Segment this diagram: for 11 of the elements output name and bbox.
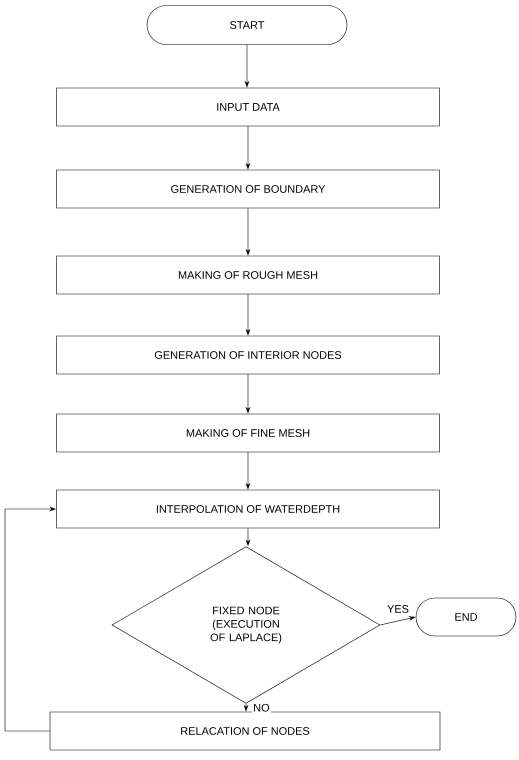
edge-label: NO [254, 704, 270, 712]
process-box: INTERPOLATION OF WATERDEPTH [56, 490, 440, 528]
start-terminal: START [146, 5, 348, 45]
edge-label: YES [387, 605, 408, 613]
process-box: GENERATION OF INTERIOR NODES [56, 336, 440, 374]
process-box: GENERATION OF BOUNDARY [56, 170, 440, 208]
process-box: MAKING OF FINE MESH [56, 414, 440, 452]
process-box: RELACATION OF NODES [50, 712, 440, 750]
process-box: INPUT DATA [56, 88, 440, 126]
end-terminal: END [416, 598, 516, 636]
process-box: MAKING OF ROUGH MESH [56, 256, 440, 294]
